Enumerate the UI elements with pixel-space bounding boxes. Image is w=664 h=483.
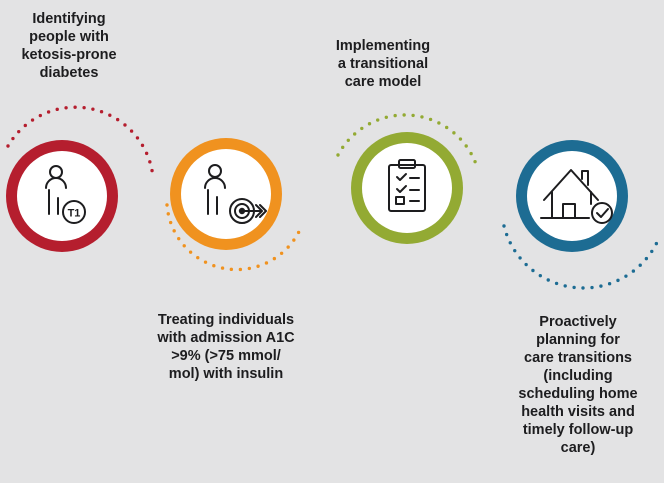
person-target-icon — [204, 164, 267, 224]
step-2-dotted-arc — [165, 203, 304, 272]
step-3-dotted-arc — [336, 113, 480, 172]
step-4-label: Proactively planning for care transition… — [518, 314, 638, 456]
step-1-label: Identifying people with ketosis-prone di… — [21, 11, 117, 81]
step-4 — [502, 140, 661, 290]
house-check-icon — [540, 169, 613, 224]
step-3-label: Implementing a transitional care model — [335, 38, 431, 90]
person-type1-badge-icon — [45, 165, 86, 224]
step-1: T1 — [6, 105, 155, 252]
step-3 — [336, 113, 480, 244]
step-2-label: Treating individuals with admission A1C … — [157, 312, 295, 382]
step-2 — [165, 138, 304, 272]
t1-badge-text: T1 — [68, 208, 81, 220]
clipboard-checklist-icon — [388, 159, 426, 212]
step-1-dotted-arc — [6, 105, 155, 179]
